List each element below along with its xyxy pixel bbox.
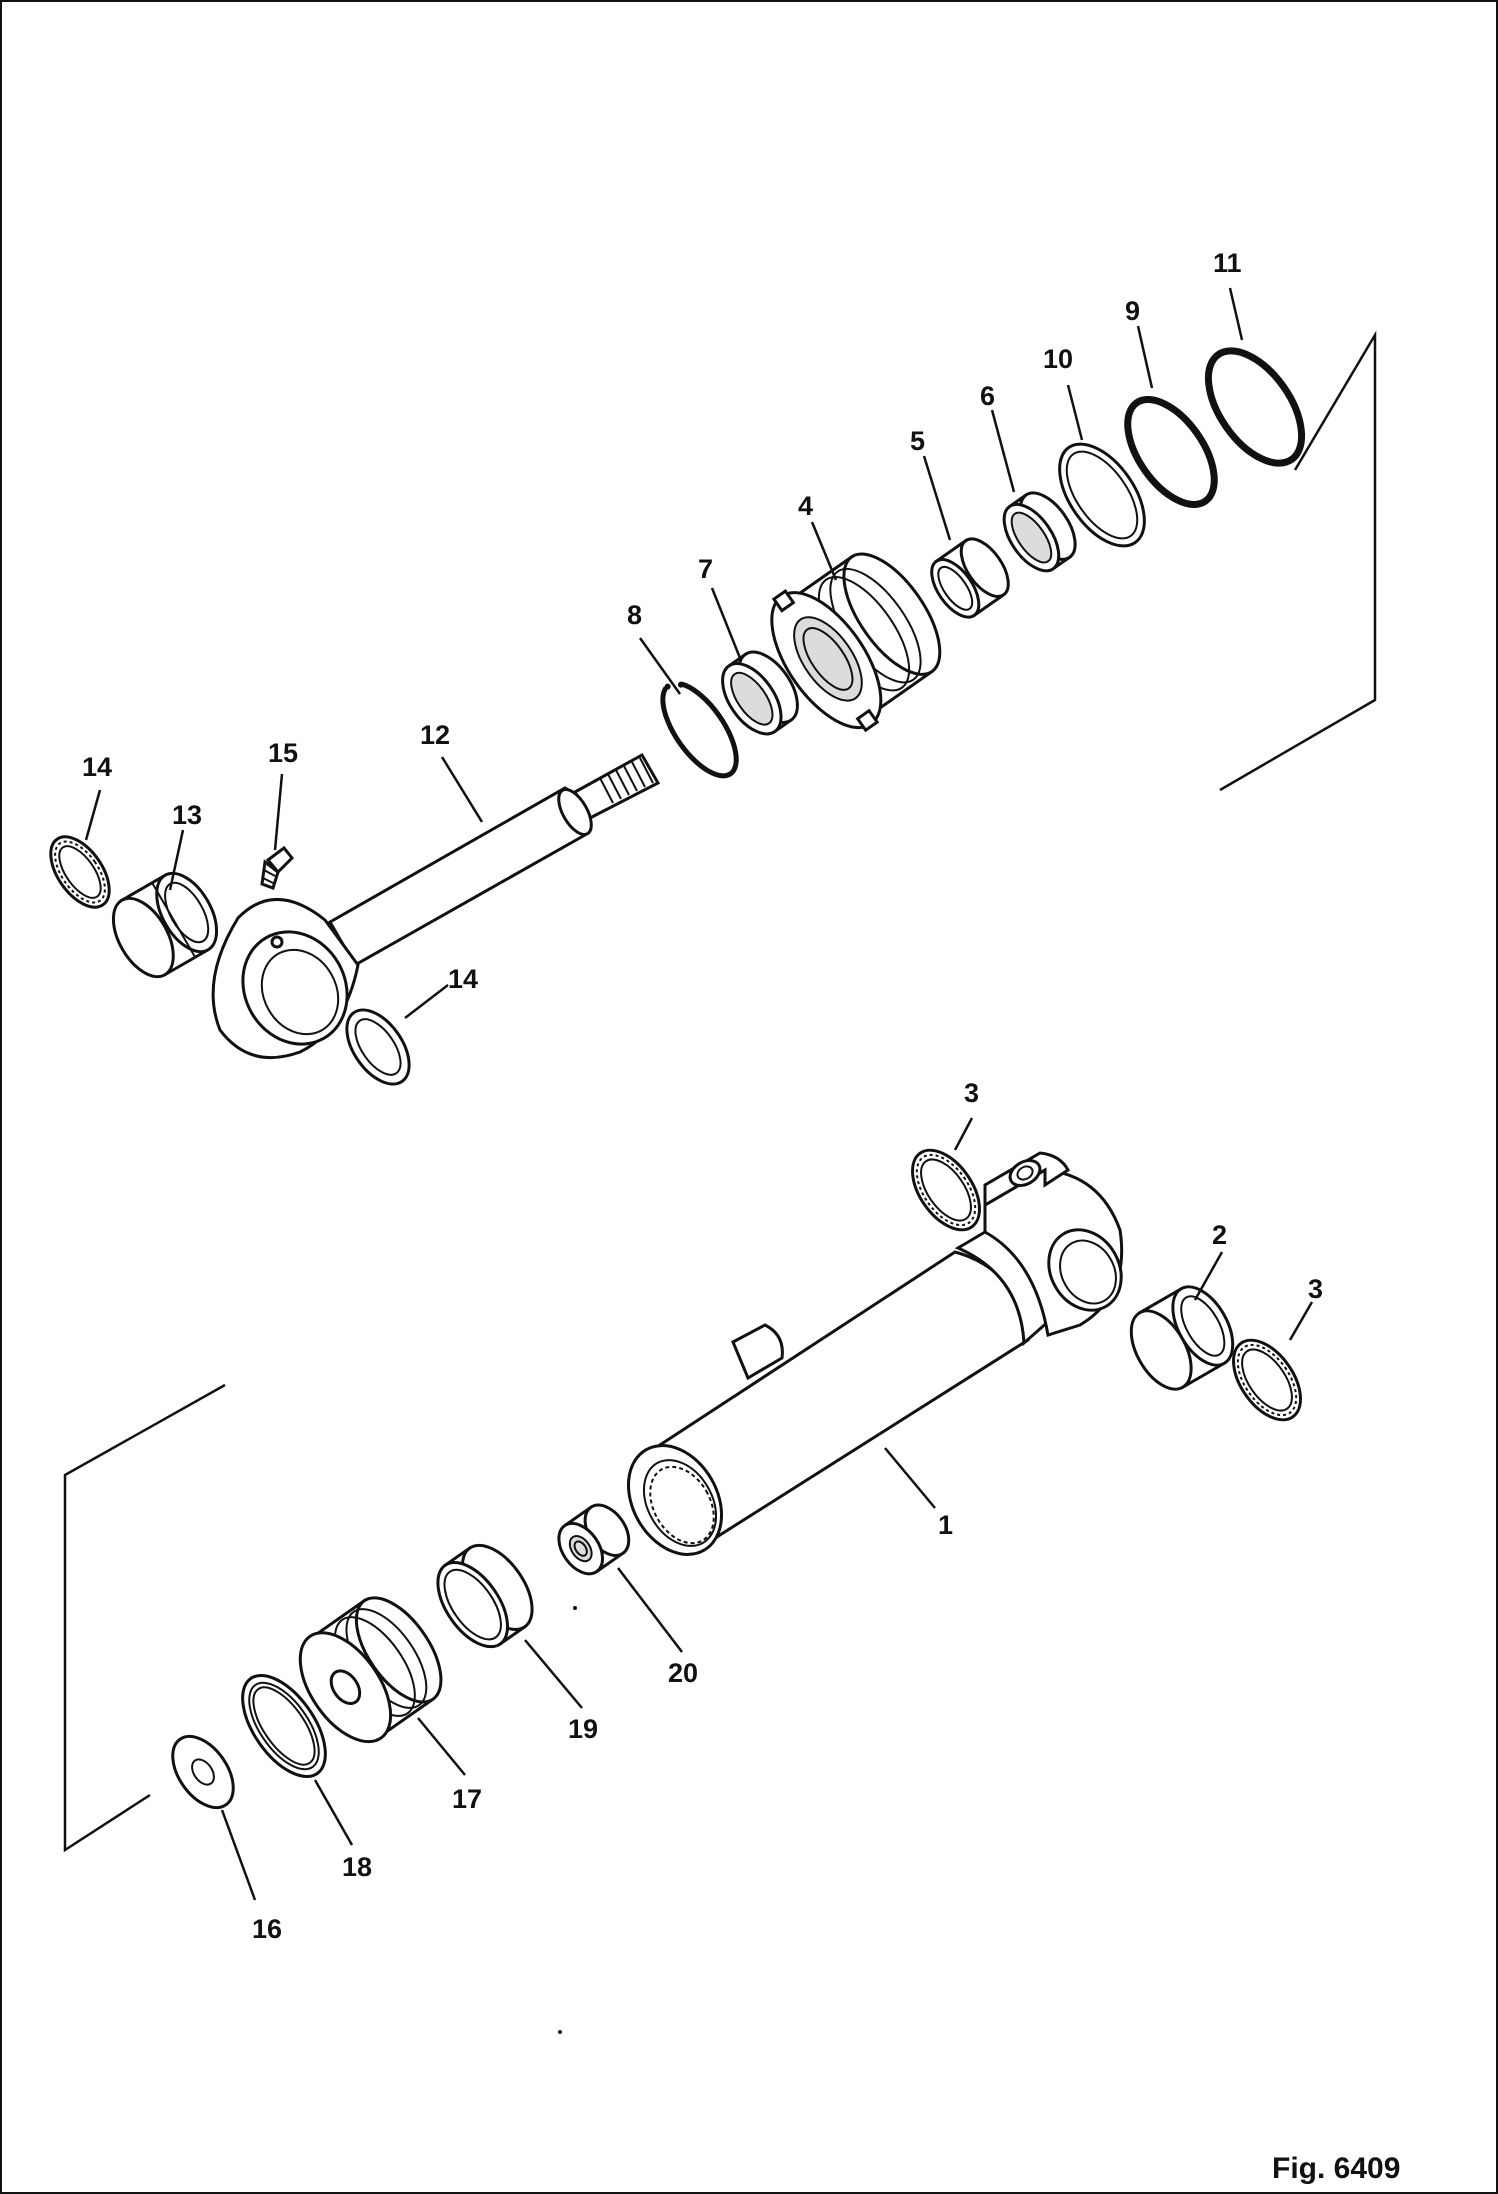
bracket-right [1219,330,1377,792]
part-15-grease-fitting [260,845,295,890]
callout-1: 1 [938,1510,953,1540]
part-5-bushing [930,537,1010,619]
callout-18: 18 [342,1852,372,1882]
part-12-piston-rod [211,752,661,1060]
part-20-nut [557,1503,631,1576]
part-19-wear-ring [436,1543,534,1649]
callout-11: 11 [1213,248,1242,278]
callout-4: 4 [798,491,813,521]
callout-19: 19 [568,1714,598,1744]
callout-3-a: 3 [964,1078,979,1108]
part-3-dust-seal-b [1232,1338,1302,1422]
callout-17: 17 [452,1784,482,1814]
part-6-seal [1002,491,1077,573]
part-17-piston [298,1596,443,1744]
callout-12: 12 [420,720,450,750]
part-10-backup-ring [1058,442,1146,548]
part-7-seal [721,650,799,736]
callout-14-a: 14 [82,752,112,782]
callout-20: 20 [668,1658,698,1688]
part-18-piston-ring [241,1673,327,1779]
callout-6: 6 [980,381,995,411]
part-9-o-ring [1124,396,1218,508]
callout-16: 16 [252,1914,282,1944]
part-14-dust-seal-b [345,1008,411,1086]
callout-3-b: 3 [1308,1274,1323,1304]
part-14-dust-seal-a [49,835,111,909]
callout-14-b: 14 [448,964,478,994]
figure-label: Fig. 6409 [1272,2152,1400,2185]
speck [573,1606,577,1610]
part-16-washer [171,1734,235,1810]
speck [558,2030,562,2034]
part-4-cylinder-head [770,552,942,733]
bracket-left [63,1383,226,1853]
callout-7: 7 [698,554,713,584]
leader-lines [84,287,1314,1901]
part-3-dust-seal-a [911,1148,981,1232]
part-1-cylinder-tube [626,1151,1124,1556]
part-11-o-ring [1204,347,1306,467]
part-13-bushing [111,871,219,979]
callout-15: 15 [268,738,298,768]
callout-10: 10 [1043,344,1073,374]
callout-9: 9 [1125,296,1140,326]
callout-2: 2 [1212,1220,1227,1250]
callout-5: 5 [910,426,925,456]
callout-8: 8 [627,600,642,630]
part-8-snap-ring [660,681,739,779]
part-2-bushing [1129,1285,1235,1391]
callout-13: 13 [172,800,202,830]
